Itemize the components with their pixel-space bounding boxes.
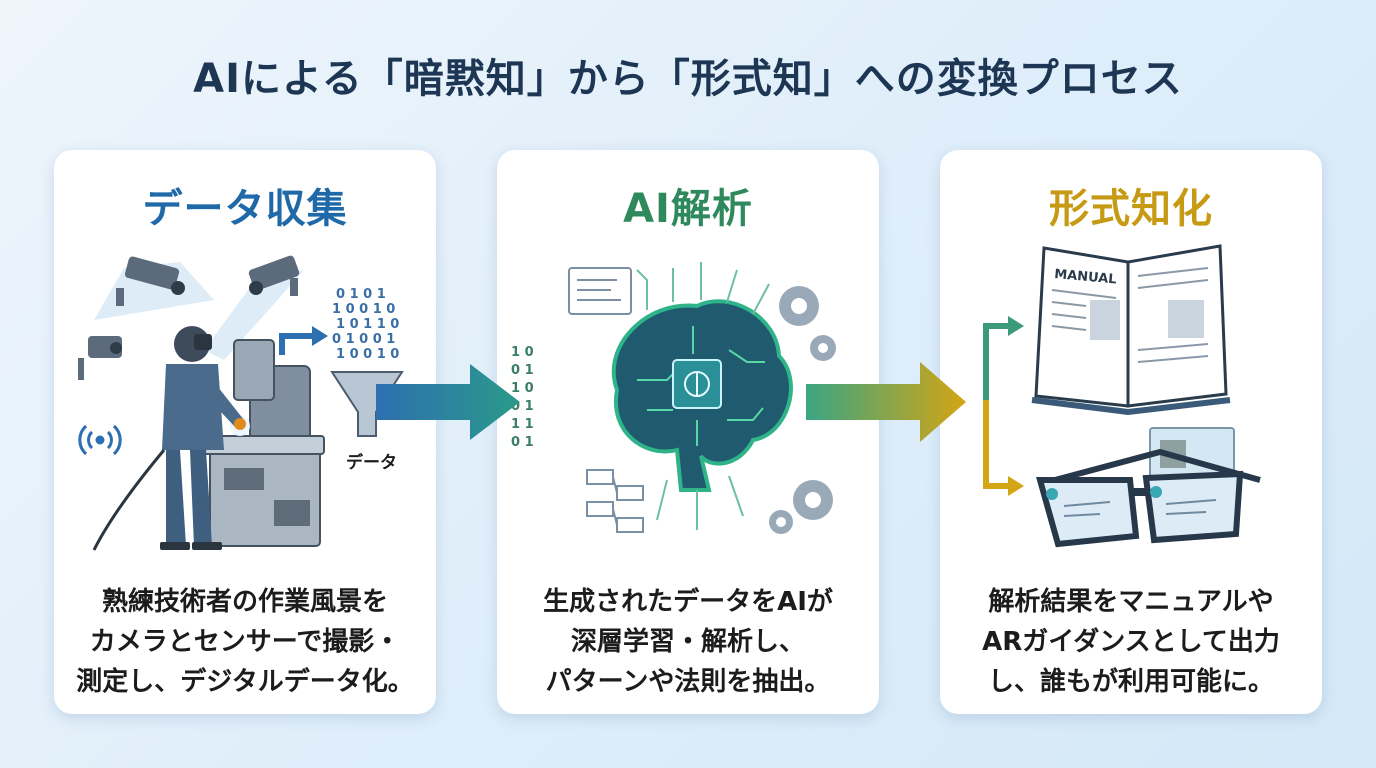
description-line: パターンや法則を抽出。 [545, 667, 831, 697]
step-heading-data-collection: データ収集 [142, 186, 348, 232]
step-card-formalization: 形式知化 MANUAL [940, 150, 1322, 714]
branch-arrow-icon [983, 316, 1024, 496]
description-line: 生成されたデータをAIが [543, 587, 833, 617]
data-label: データ [346, 452, 397, 473]
step-heading-ai-analysis: AI解析 [623, 186, 753, 232]
flowchart-icon [586, 469, 644, 533]
camera-icon [204, 255, 304, 360]
gear-icon [779, 286, 819, 326]
step-card-data-collection: データ収集 0 1 0 1 1 0 0 1 0 1 0 1 1 0 0 1 0 … [54, 150, 436, 714]
svg-text:1 0: 1 0 [511, 381, 534, 396]
sensor-signal-icon [78, 424, 122, 456]
svg-text:0 1: 0 1 [511, 363, 534, 378]
svg-text:0 1 0 1: 0 1 0 1 [336, 287, 386, 302]
description-line: 深層学習・解析し、 [570, 627, 805, 657]
step-description-formalization: 解析結果をマニュアルや ARガイダンスとして出力 し、誰もが利用可能に。 [940, 582, 1322, 702]
funnel-icon [330, 371, 404, 437]
ai-analysis-illustration: 1 0 0 1 1 0 0 1 1 1 0 1 [511, 262, 836, 534]
gear-icon [769, 510, 793, 534]
svg-text:0 1: 0 1 [511, 435, 534, 450]
svg-text:0 1: 0 1 [511, 399, 534, 414]
skilled-worker-icon [92, 326, 246, 551]
description-line: 熟練技術者の作業風景を [101, 587, 388, 617]
svg-text:1 1: 1 1 [511, 417, 534, 432]
description-line: し、誰もが利用可能に。 [987, 667, 1274, 697]
data-collection-illustration: 0 1 0 1 1 0 0 1 0 1 0 1 1 0 0 1 0 0 1 1 … [78, 255, 404, 551]
camera-icon [78, 336, 122, 380]
svg-text:1 0 1 1 0: 1 0 1 1 0 [336, 317, 399, 332]
gear-icon [810, 335, 836, 361]
machine-tool-icon [193, 339, 325, 547]
description-line: 測定し、デジタルデータ化。 [76, 667, 414, 697]
formalization-illustration: MANUAL [983, 244, 1261, 548]
step-heading-formalization: 形式知化 [1049, 186, 1213, 232]
binary-data-icon: 0 1 0 1 1 0 0 1 0 1 0 1 1 0 0 1 0 0 1 1 … [332, 287, 399, 362]
upload-arrow-icon [279, 326, 328, 355]
step-description-data-collection: 熟練技術者の作業風景を カメラとセンサーで撮影・ 測定し、デジタルデータ化。 [54, 582, 436, 702]
description-line: カメラとセンサーで撮影・ [89, 627, 401, 657]
page-title: AIによる「暗黙知」から「形式知」への変換プロセス [193, 56, 1183, 102]
svg-text:1 0 0 1 0: 1 0 0 1 0 [336, 347, 399, 362]
description-line: ARガイダンスとして出力 [982, 627, 1280, 657]
code-window-icon [568, 267, 632, 315]
step-card-ai-analysis: AI解析 1 0 0 1 1 0 0 1 1 1 0 1 [497, 150, 879, 714]
ai-brain-icon [611, 262, 793, 530]
svg-text:0 1 0 0 1: 0 1 0 0 1 [332, 332, 395, 347]
description-line: 解析結果をマニュアルや [988, 587, 1274, 617]
gear-icon [793, 480, 833, 520]
camera-icon [94, 256, 214, 320]
ar-glasses-icon [1036, 427, 1261, 548]
manual-label: MANUAL [1054, 267, 1117, 287]
binary-data-icon: 1 0 0 1 1 0 0 1 1 1 0 1 [511, 345, 534, 450]
svg-text:1 0 0 1 0: 1 0 0 1 0 [332, 302, 395, 317]
step-description-ai-analysis: 生成されたデータをAIが 深層学習・解析し、 パターンや法則を抽出。 [497, 582, 879, 702]
svg-text:1 0: 1 0 [511, 345, 534, 360]
manual-book-icon: MANUAL [1031, 244, 1231, 416]
